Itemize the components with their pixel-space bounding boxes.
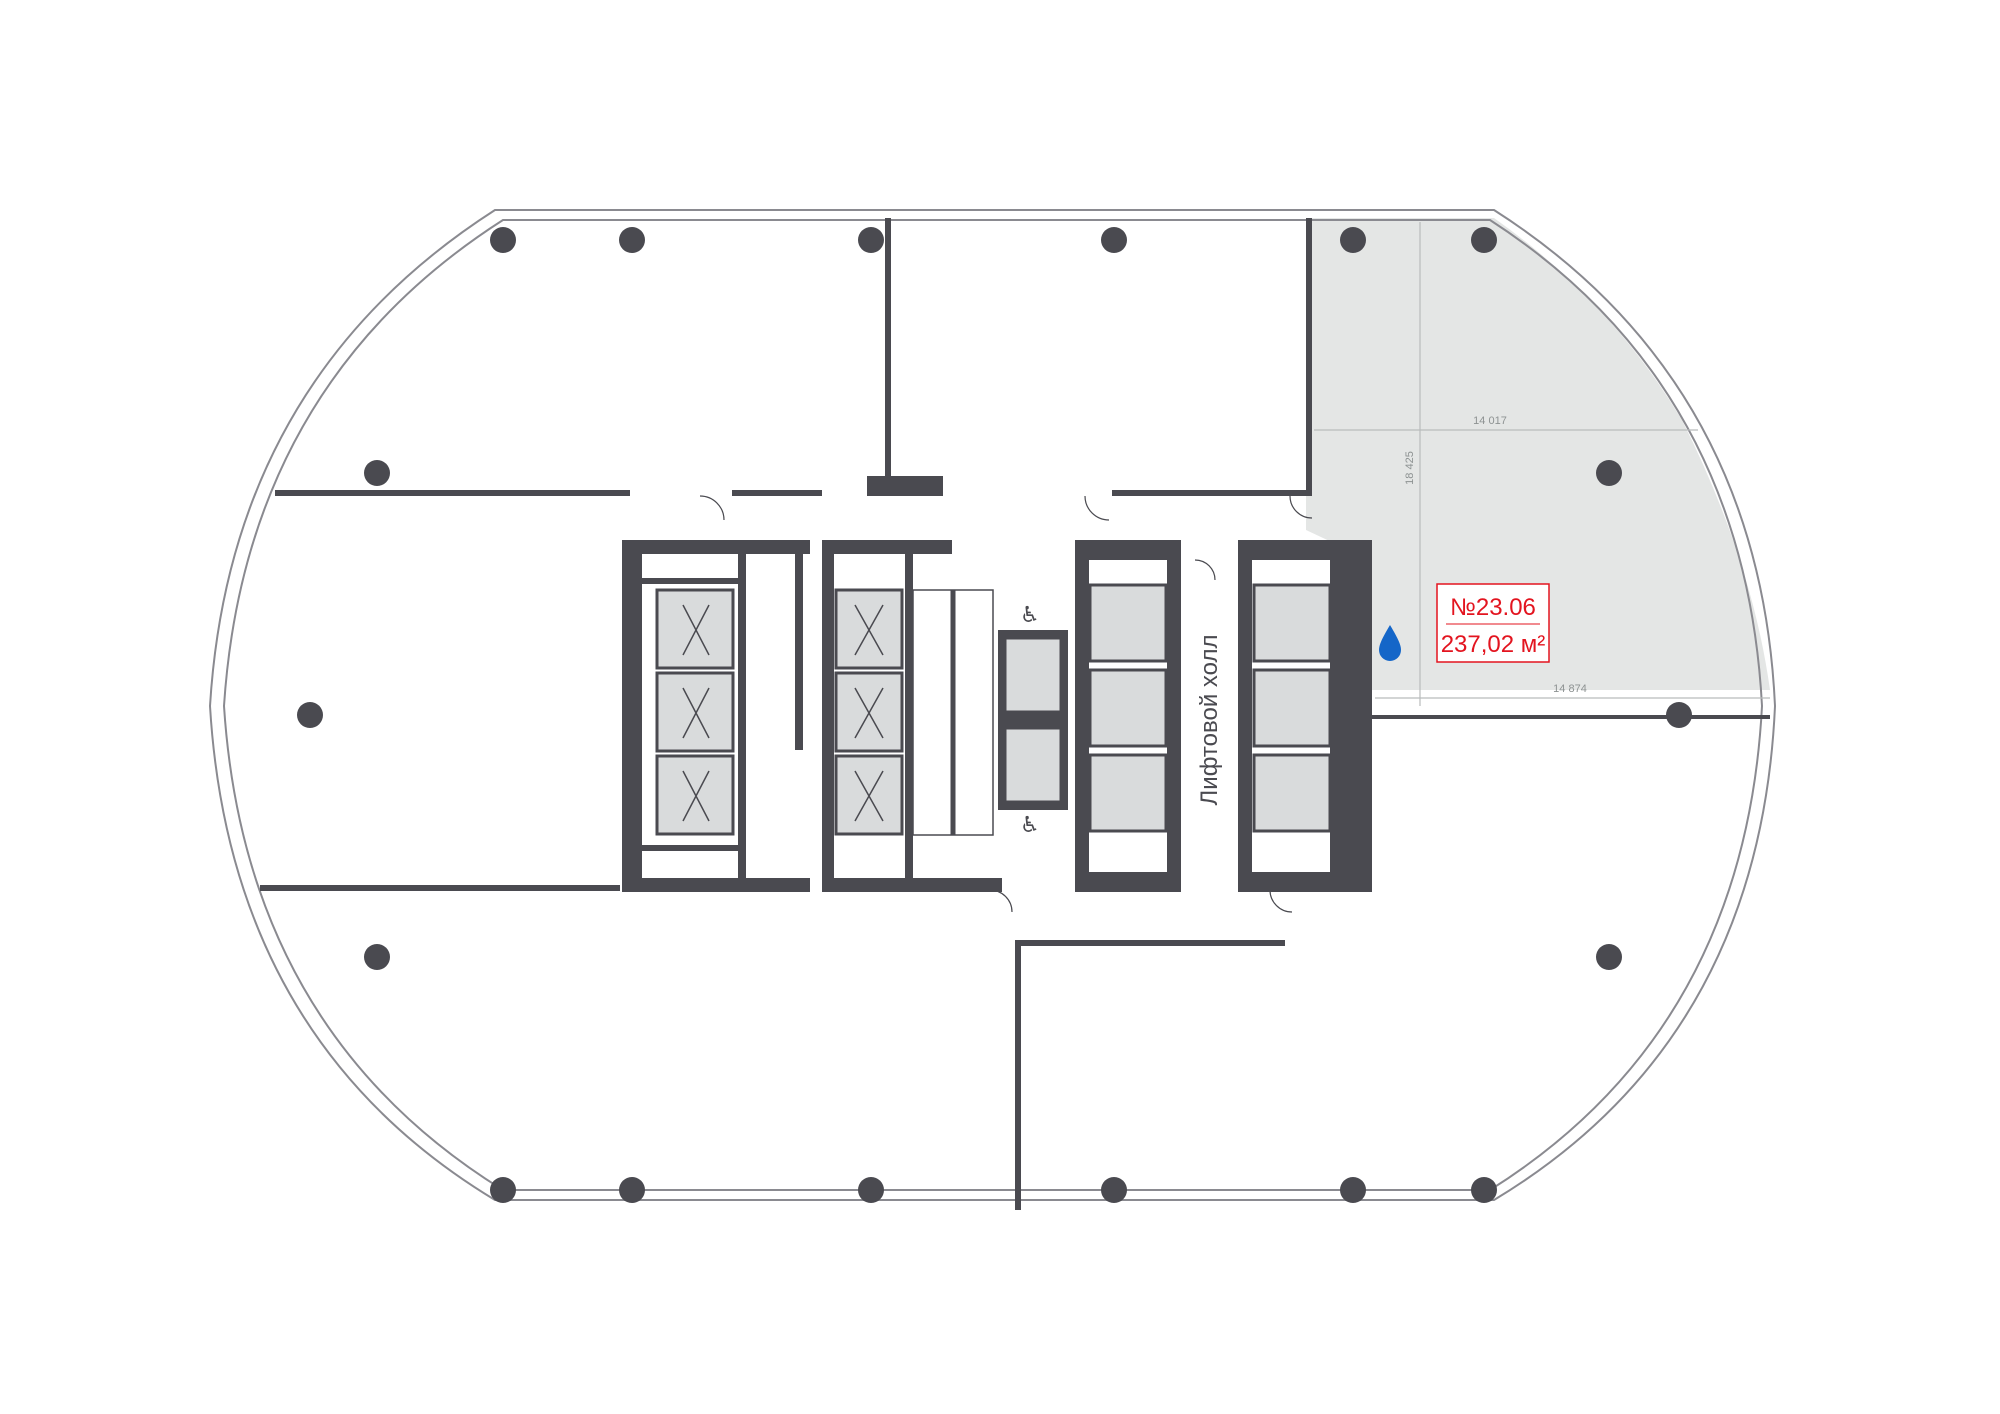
elevator-icon (1252, 668, 1332, 748)
door-swing-icon (699, 495, 1313, 913)
column (490, 1177, 516, 1203)
column (619, 1177, 645, 1203)
dimension-depth: 18 425 (1404, 451, 1416, 485)
elevator-icon (834, 671, 904, 753)
unit-23-06-area[interactable] (1306, 218, 1770, 690)
unit-area: 237,02 м² (1441, 631, 1546, 658)
elevator-icon (1088, 583, 1168, 663)
unit-number: №23.06 (1450, 594, 1536, 621)
elevator-icon (1003, 636, 1063, 714)
column (364, 460, 390, 486)
columns (297, 227, 1692, 1203)
column (1340, 1177, 1366, 1203)
accessible-icon: ♿ (1020, 603, 1040, 628)
column (1596, 944, 1622, 970)
column (858, 1177, 884, 1203)
water-drop-icon (1379, 625, 1401, 661)
column (1596, 460, 1622, 486)
column (1471, 1177, 1497, 1203)
unit-label[interactable]: №23.06 237,02 м² (1436, 583, 1550, 663)
elevator-icon (1088, 753, 1168, 833)
dimension-top-width: 14 017 (1473, 415, 1507, 427)
column (1101, 1177, 1127, 1203)
building-core: ♿ ♿ (622, 540, 1372, 892)
column (619, 227, 645, 253)
column (1340, 227, 1366, 253)
dimension-lines (1314, 222, 1770, 706)
column (1101, 227, 1127, 253)
column (1471, 227, 1497, 253)
lift-hall-label: Лифтовой холл (1196, 635, 1223, 806)
column (858, 227, 884, 253)
elevator-icon (1252, 583, 1332, 663)
elevator-icon (1088, 668, 1168, 748)
accessible-icon: ♿ (1020, 813, 1040, 838)
column (364, 944, 390, 970)
partition-walls (260, 218, 1770, 1210)
column (297, 702, 323, 728)
column (490, 227, 516, 253)
stair-icon (912, 589, 994, 836)
elevator-icon (1252, 753, 1332, 833)
dimension-bottom-width: 14 874 (1553, 683, 1587, 695)
elevator-icon (1003, 726, 1063, 804)
